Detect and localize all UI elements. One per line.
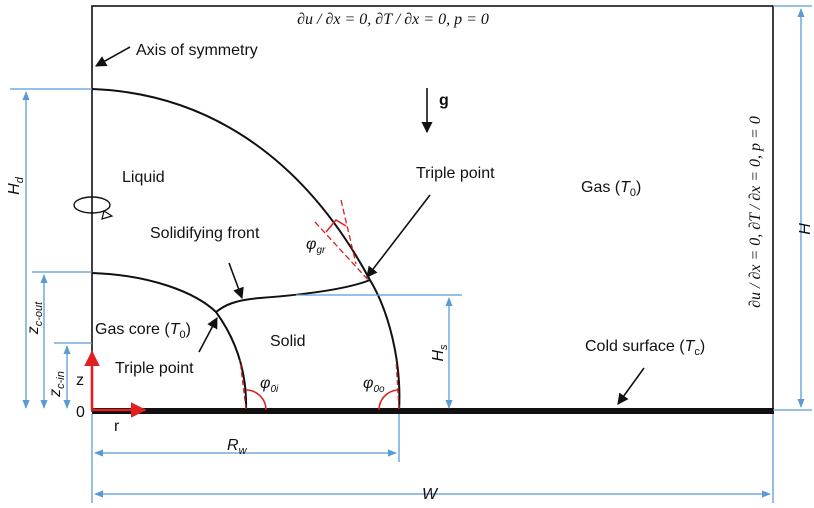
hs-label: Hs xyxy=(430,344,450,362)
phi-0o-label: φ0o xyxy=(363,375,385,395)
gas-core-inner-wall xyxy=(215,311,248,412)
tangent-inner-root xyxy=(239,359,247,410)
right-boundary-condition: ∂u / ∂x = 0, ∂T / ∂x = 0, p = 0 xyxy=(747,116,764,308)
solidifying-front-curve xyxy=(215,279,371,313)
axis-of-symmetry-label: Axis of symmetry xyxy=(136,42,258,59)
gas-core-label: Gas core (T0) xyxy=(95,321,191,341)
angle-arc-0i xyxy=(245,389,267,411)
angle-bracket-gr xyxy=(325,219,347,233)
phi-gr-label: φgr xyxy=(306,236,326,256)
phi-0i-label: φ0i xyxy=(260,375,279,395)
triple-point-lower-arrow xyxy=(198,317,218,353)
liquid-label: Liquid xyxy=(122,169,165,186)
tangent-outer-root xyxy=(395,359,400,410)
rotation-icon xyxy=(73,196,114,220)
angle-markers xyxy=(239,199,400,411)
triple-point-lower-label: Triple point xyxy=(115,360,194,377)
solid-outer-wall xyxy=(369,279,401,412)
cold-surface-arrow xyxy=(617,367,645,405)
top-boundary-condition: ∂u / ∂x = 0, ∂T / ∂x = 0, p = 0 xyxy=(297,11,489,28)
axis-of-symmetry-arrow xyxy=(95,46,131,67)
triple-point-upper-arrow xyxy=(366,194,431,278)
hd-label: Hd xyxy=(6,176,26,195)
z-axis-label: z xyxy=(76,372,84,389)
dimension-lines xyxy=(10,5,812,503)
w-label: W xyxy=(422,486,439,503)
h-label: H xyxy=(797,223,814,235)
solidifying-front-arrow xyxy=(228,262,244,300)
pointer-arrows xyxy=(95,46,645,405)
triple-point-upper-label: Triple point xyxy=(416,165,495,182)
cold-surface-label: Cold surface (Tc) xyxy=(585,338,705,358)
gas-core-boundary xyxy=(91,272,217,313)
gas-region-label: Gas (T0) xyxy=(581,179,641,199)
gravity-label: g xyxy=(439,92,449,109)
zcout-label: zc-out xyxy=(25,301,45,335)
zcin-label: zc-in xyxy=(47,371,67,398)
rw-label: Rw xyxy=(227,437,248,457)
angle-arc-0o xyxy=(378,389,399,411)
r-axis-label: r xyxy=(114,418,120,435)
solidifying-front-label: Solidifying front xyxy=(150,225,260,242)
tangent-solid-at-triple xyxy=(340,199,357,265)
tangent-liquid-at-triple xyxy=(314,221,371,283)
droplet-interface xyxy=(91,88,371,281)
solid-label: Solid xyxy=(270,333,306,350)
origin-label: 0 xyxy=(76,404,85,421)
